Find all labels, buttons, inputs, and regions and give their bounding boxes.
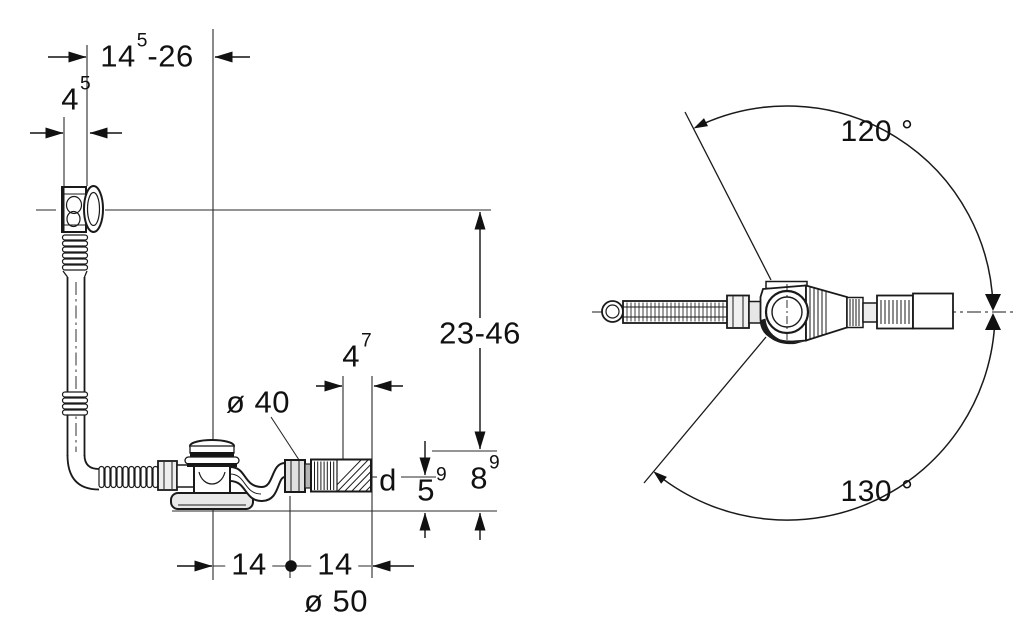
top-range-dimension-label: 145-26 [100,30,194,74]
hatch-pattern [337,460,371,491]
upper-swivel-arc [702,105,994,305]
housing-shadow [761,318,806,345]
upper-arc-arrowhead [693,118,708,129]
union-nut [284,459,306,493]
offset-left-dimension-label: 14 [225,548,273,580]
base-diameter-label: ø 50 [303,583,369,619]
lower-arc-arrowhead [653,471,667,484]
dimension-lines [30,51,486,572]
valve-body [193,465,231,494]
elbow-outer [66,454,100,491]
valve-base-flange [170,492,254,510]
lower-swivel-angle-label: 130 ° [840,475,914,508]
outlet-coupling [876,294,914,330]
inlet-nut [726,294,750,329]
rotary-valve-body [759,280,954,345]
outlet-high-dimension-label: 89 [470,452,500,496]
arc-endpoint-marker-top [985,294,1001,311]
overflow-width-dimension-label: 45 [61,73,91,117]
outlet-bend [229,458,372,503]
sleeve-depth-dimension-label: 47 [342,330,372,374]
arc-endpoint-marker-bottom [985,313,1001,330]
horizontal-corrugated-pipe [98,465,159,489]
overflow-fitting [61,185,104,233]
dimension-reference-dot [285,560,297,572]
left-view-drawing [30,29,497,580]
lower-swivel-arc [662,319,996,521]
height-range-dimension-label: 23-46 [439,315,521,351]
angle-annotations [643,105,1001,521]
offset-right-dimension-label: 14 [311,548,359,580]
upper-swivel-angle-label: 120 ° [840,115,914,148]
right-view-drawing [592,105,1016,521]
corrugated-pipe-top-view [601,294,763,329]
inlet-diameter-label: ø 40 [225,384,291,420]
outlet-sleeve [310,458,372,493]
outlet-end [912,292,954,330]
overflow-pipe [61,234,159,491]
elbow-inner [83,454,100,470]
outlet-diameter-symbol-label: d [379,462,397,498]
outlet-low-dimension-label: 59 [417,464,447,508]
